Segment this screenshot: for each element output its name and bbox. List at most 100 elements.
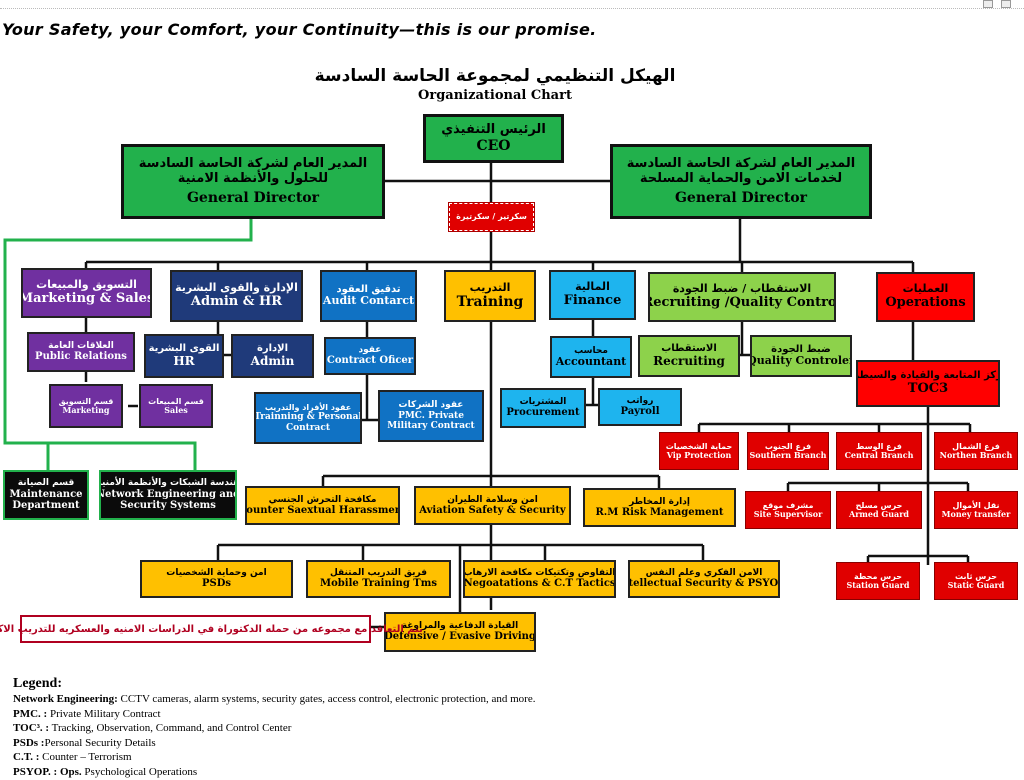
southern-ar: فرع الجنوب bbox=[764, 441, 812, 451]
intellectual-en: Intellectual Security & PSYOPs bbox=[628, 578, 779, 590]
risk-ar: إدارة المخاطر bbox=[629, 496, 690, 507]
legend-heading: Legend: bbox=[13, 676, 62, 691]
procurement-box: المشتريات Procurement bbox=[500, 388, 586, 428]
psds-en: PSDs bbox=[201, 578, 232, 590]
marketing-sales-box: التسويق والمبيعات Marketing & Sales bbox=[21, 268, 152, 318]
contract-officer-ar: عقود bbox=[358, 345, 382, 356]
secretary-box: سكرتير / سكرتيرة bbox=[448, 202, 535, 232]
legend-term: PSDs : bbox=[13, 736, 45, 749]
admin-hr-ar: الإدارة والقوى البشرية bbox=[175, 281, 298, 295]
network-eng-ar: هندسة الشبكات والأنظمة الأمنية bbox=[99, 478, 237, 489]
maintenance-en: Maintenance bbox=[9, 488, 83, 500]
general-director-solutions-box: المدير العام لشركة الحاسة السادسة للحلول… bbox=[121, 144, 385, 219]
static-guard-ar: حرس ثابت bbox=[954, 571, 998, 581]
procurement-en: Procurement bbox=[506, 407, 580, 419]
ceo-title-ar: الرئيس التنفيذي bbox=[441, 121, 546, 137]
training-contract-en2: Contract bbox=[285, 422, 331, 433]
gd-solutions-ar2: للحلول والأنظمة الامنية bbox=[177, 170, 329, 186]
legend-item: TOC³. : Tracking, Observation, Command, … bbox=[13, 721, 653, 736]
static-guard-en: Static Guard bbox=[947, 580, 1005, 590]
public-relations-ar: العلاقات العامة bbox=[48, 341, 114, 352]
admin-box: الإدارة Admin bbox=[231, 334, 314, 378]
ceo-box: الرئيس التنفيذي CEO bbox=[423, 114, 564, 163]
top-toolbar-strip bbox=[0, 0, 1024, 9]
window-control-icon[interactable] bbox=[1001, 0, 1011, 8]
aviation-safety-box: امن وسلامة الطيران Aviation Safety & Sec… bbox=[414, 486, 571, 525]
northen-branch-box: فرع الشمال Northen Branch bbox=[934, 432, 1018, 470]
public-relations-en: Public Relations bbox=[35, 351, 127, 363]
aviation-en: Aviation Safety & Security bbox=[419, 504, 566, 516]
legend-desc: Counter – Terrorism bbox=[39, 751, 132, 764]
maintenance-department-box: قسم الصيانة Maintenance Department bbox=[3, 470, 89, 520]
legend-desc: CCTV cameras, alarm systems, security ga… bbox=[117, 693, 536, 705]
window-control-icon[interactable] bbox=[983, 0, 993, 8]
marketing-sales-ar: التسويق والمبيعات bbox=[36, 278, 137, 292]
hr-en: HR bbox=[173, 353, 195, 368]
site-supervisor-box: مشرف موقع Site Supervisor bbox=[745, 491, 831, 529]
pmc-contract-en: PMC. Private bbox=[398, 410, 464, 421]
public-relations-box: العلاقات العامة Public Relations bbox=[27, 332, 135, 372]
static-guard-box: حرس ثابت Static Guard bbox=[934, 562, 1018, 600]
recruiting-box: الاستقطاب Recruiting bbox=[638, 335, 740, 377]
central-branch-box: فرع الوسط Central Branch bbox=[836, 432, 922, 470]
negotiations-ar: التفاوض وتكتيكات مكافحة الارهاب bbox=[463, 568, 616, 579]
northen-en: Northen Branch bbox=[939, 450, 1013, 460]
station-guard-en: Station Guard bbox=[846, 580, 910, 590]
ceo-title-en: CEO bbox=[476, 137, 511, 154]
defensive-en: Defensive / Evasive Driving bbox=[384, 631, 536, 643]
sales-en: Sales bbox=[164, 405, 188, 415]
gd-armed-ar: المدير العام لشركة الحاسة السادسة bbox=[626, 156, 856, 172]
counter-sexual-harassment-box: مكافحة التحرش الجنسي Counter Saextual Ha… bbox=[245, 486, 400, 525]
gd-armed-ar2: لخدمات الامن والحماية المسلحة bbox=[639, 170, 843, 186]
training-contract-ar: عقود الأفراد والتدريب bbox=[264, 403, 352, 413]
training-en: Training bbox=[456, 294, 524, 311]
accountant-en: Accountant bbox=[555, 354, 627, 368]
intellectual-security-box: الامن الفكري وعلم النفس Intellectual Sec… bbox=[628, 560, 780, 598]
quality-controler-ar: ضبط الجودة bbox=[771, 343, 831, 355]
toc3-box: مركز المتابعة والقيادة والسيطرة TOC3 bbox=[856, 360, 1000, 407]
finance-en: Finance bbox=[563, 292, 622, 308]
central-ar: فرع الوسط bbox=[856, 441, 902, 451]
site-supervisor-en: Site Supervisor bbox=[753, 509, 823, 519]
marketing-sales-en: Marketing & Sales bbox=[21, 290, 152, 306]
northen-ar: فرع الشمال bbox=[952, 441, 1000, 451]
network-engineering-box: هندسة الشبكات والأنظمة الأمنية Network E… bbox=[99, 470, 237, 520]
risk-en: R.M Risk Management bbox=[595, 506, 724, 518]
station-guard-box: حرس محطة Station Guard bbox=[836, 562, 920, 600]
aviation-ar: امن وسلامة الطيران bbox=[447, 494, 538, 505]
hr-box: القوى البشرية HR bbox=[144, 334, 224, 378]
sales-box: قسم المبيعات Sales bbox=[139, 384, 213, 428]
armed-guard-ar: حرس مسلح bbox=[855, 500, 903, 510]
legend-item: PMC. : Private Military Contract bbox=[13, 707, 653, 722]
recruiting-en: Recruiting bbox=[653, 353, 725, 368]
negotiations-box: التفاوض وتكتيكات مكافحة الارهاب Negoatat… bbox=[463, 560, 616, 598]
vip-ar: حماية الشخصيات bbox=[665, 441, 733, 451]
pmc-contract-box: عقود الشركات PMC. Private Military Contr… bbox=[378, 390, 484, 442]
legend-desc: Private Military Contract bbox=[47, 707, 161, 720]
audit-contract-box: تدقيق العقود Audit Contarct bbox=[320, 270, 417, 322]
pmc-contract-en2: Military Contract bbox=[387, 421, 475, 432]
recruiting-qc-en: Recruiting /Quality Control bbox=[648, 294, 836, 310]
mobile-training-en: Mobile Training Tms bbox=[320, 578, 437, 590]
admin-ar: الإدارة bbox=[256, 343, 289, 355]
marketing-ar: قسم التسويق bbox=[58, 396, 114, 406]
marketing-box: قسم التسويق Marketing bbox=[49, 384, 123, 428]
maintenance-en2: Department bbox=[12, 500, 80, 512]
negotiations-en: Negoatations & C.T Tactics bbox=[463, 578, 616, 590]
legend-desc: Tracking, Observation, Command, and Cont… bbox=[49, 722, 292, 735]
psds-ar: امن وحماية الشخصيات bbox=[166, 568, 267, 579]
legend: Legend: Network Engineering: CCTV camera… bbox=[13, 676, 653, 780]
contract-officer-box: عقود Contract Oficer bbox=[324, 337, 416, 375]
tagline: Your Safety, your Comfort, your Continui… bbox=[2, 20, 597, 39]
gd-solutions-en: General Director bbox=[186, 189, 320, 206]
contract-officer-en: Contract Oficer bbox=[326, 355, 414, 367]
southern-branch-box: فرع الجنوب Southern Branch bbox=[747, 432, 829, 470]
mobile-training-box: فريق التدريب المتنقل Mobile Training Tms bbox=[306, 560, 451, 598]
recruiting-ar: الاستقطاب bbox=[661, 343, 717, 355]
intellectual-ar: الامن الفكري وعلم النفس bbox=[645, 568, 763, 579]
payroll-en: Payroll bbox=[620, 406, 660, 418]
legend-desc: Psychological Operations bbox=[81, 765, 198, 778]
vip-en: Vip Protection bbox=[666, 450, 732, 460]
legend-term: C.T. : bbox=[13, 751, 40, 764]
admin-hr-box: الإدارة والقوى البشرية Admin & HR bbox=[170, 270, 303, 322]
